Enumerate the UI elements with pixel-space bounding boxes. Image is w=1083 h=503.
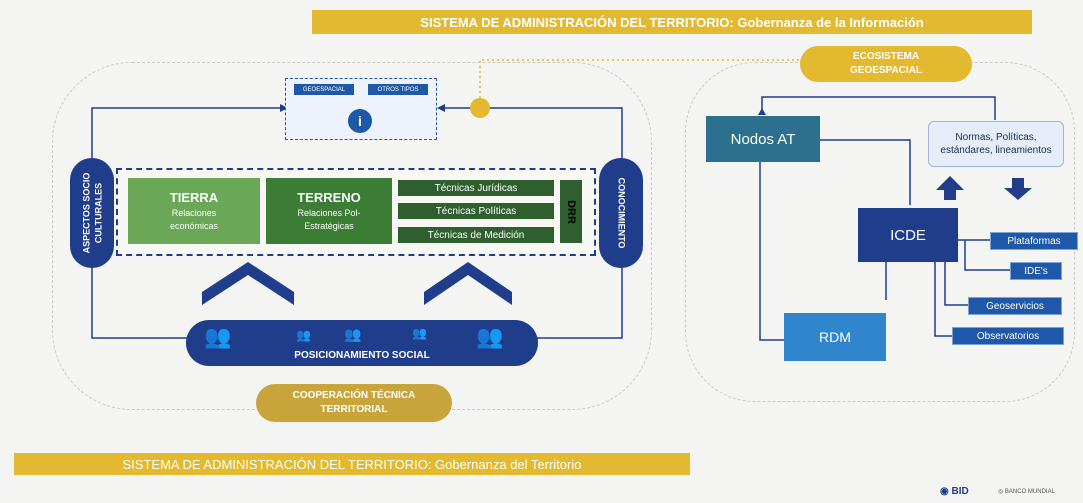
geoservicios-item: Geoservicios	[968, 297, 1062, 315]
terreno-subtitle: Relaciones Pol-Estratégicas	[297, 207, 361, 231]
bid-logo: ◉ BID	[940, 486, 969, 497]
tecnicas-medicion: Técnicas de Medición	[398, 227, 554, 243]
nodos-at-box: Nodos AT	[706, 116, 820, 162]
people-icon: 👥	[204, 324, 232, 349]
ecosistema-line-1: ECOSISTEMA	[852, 51, 920, 62]
arrow-up-icon	[936, 176, 964, 200]
arrow-down-icon	[1004, 178, 1032, 200]
chevron-up-icon-left	[202, 262, 294, 305]
bid-text: BID	[951, 486, 969, 497]
aspectos-socioculturales-pill: ASPECTOS SOCIO CULTURALES	[70, 158, 114, 268]
gold-dot	[470, 98, 490, 118]
cooperacion-line-1: COOPERACIÓN TÉCNICA	[292, 390, 416, 401]
conocimiento-pill: CONOCIMIENTO	[599, 158, 643, 268]
icde-box: ICDE	[858, 208, 958, 262]
cooperacion-line-2: TERRITORIAL	[320, 404, 388, 415]
otros-tipos-tag: OTROS TIPOS	[368, 84, 428, 95]
tierra-box: TIERRA Relaciones económicas	[128, 178, 260, 244]
people-icon: 👥	[412, 326, 427, 340]
cooperacion-pill: COOPERACIÓN TÉCNICA TERRITORIAL	[256, 384, 452, 422]
terreno-box: TERRENO Relaciones Pol-Estratégicas	[266, 178, 392, 244]
bank-text: BANCO MUNDIAL	[1004, 489, 1055, 495]
drr-box: DRR	[560, 180, 582, 243]
bank-logo: ◎ BANCO MUNDIAL	[998, 489, 1055, 495]
bottom-banner: SISTEMA DE ADMINISTRACIÓN DEL TERRITORIO…	[14, 453, 690, 475]
tierra-title: TIERRA	[169, 189, 219, 205]
chevron-up-icon-right	[424, 262, 512, 305]
geoespacial-tag: GEOESPACIAL	[294, 84, 354, 95]
ecosistema-pill: ECOSISTEMA GEOESPACIAL	[800, 46, 972, 82]
tecnicas-juridicas: Técnicas Jurídicas	[398, 180, 554, 196]
tecnicas-politicas: Técnicas Políticas	[398, 203, 554, 219]
ides-item: IDE's	[1010, 262, 1062, 280]
info-box: GEOESPACIAL OTROS TIPOS i	[285, 78, 437, 140]
posicionamiento-bar: 👥 👥 👥 👥 👥 POSICIONAMIENTO SOCIAL	[186, 320, 538, 366]
people-icon: 👥	[344, 326, 362, 342]
people-icon: 👥	[476, 324, 504, 349]
rdm-box: RDM	[784, 313, 886, 361]
tierra-subtitle: Relaciones económicas	[169, 207, 219, 231]
normas-box: Normas, Políticas, estándares, lineamien…	[928, 121, 1064, 167]
observatorios-item: Observatorios	[952, 327, 1064, 345]
people-icon: 👥	[296, 328, 311, 342]
terreno-title: TERRENO	[297, 189, 361, 205]
plataformas-item: Plataformas	[990, 232, 1078, 250]
ecosistema-line-2: GEOESPACIAL	[849, 65, 923, 76]
posicionamiento-label: POSICIONAMIENTO SOCIAL	[294, 350, 430, 361]
info-icon: i	[348, 109, 372, 133]
top-banner: SISTEMA DE ADMINISTRACIÓN DEL TERRITORIO…	[312, 10, 1032, 34]
